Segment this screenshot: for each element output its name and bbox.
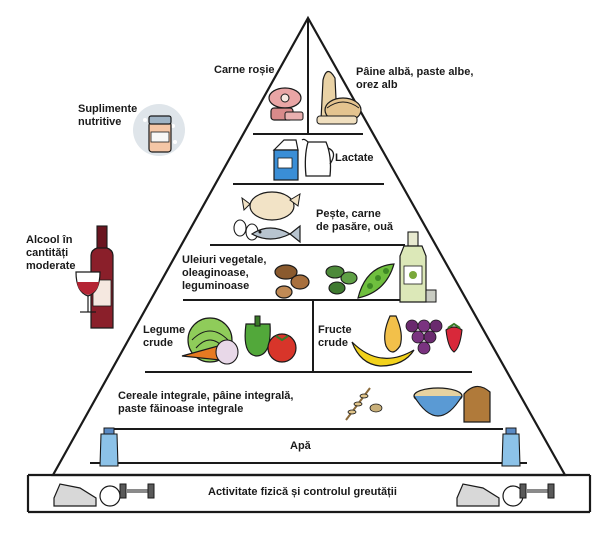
label-fish: Pește, carne de pasăre, ouă (316, 208, 394, 233)
chicken-icon (241, 191, 301, 221)
sneakers-icon (53, 483, 121, 507)
dumbbell-icon (519, 483, 555, 499)
banana-icon (351, 341, 415, 367)
bread-icon (316, 70, 362, 125)
pepper-icon (244, 315, 271, 357)
water-bottle-icon (99, 427, 119, 467)
strawberry-icon (445, 322, 463, 353)
label-supplements: Suplimente nutritive (78, 103, 138, 128)
wheat-icon (345, 387, 383, 421)
tomato-icon (267, 333, 297, 363)
dumbbell-icon (119, 483, 155, 499)
cereal-bowl-icon (413, 387, 463, 417)
eggs-icon (233, 219, 259, 241)
meat-icon (268, 87, 304, 121)
label-oils: Uleiuri vegetale, oleaginoase, leguminoa… (182, 254, 267, 292)
sneakers-icon (456, 483, 524, 507)
supplement-jar-icon (133, 104, 185, 156)
oil-bottle-icon (399, 231, 437, 303)
jug-icon (301, 138, 335, 177)
whole-bread-icon (463, 385, 491, 423)
wine-glass-icon (75, 271, 101, 313)
label-dairy: Lactate (335, 152, 374, 164)
tier-lines (90, 18, 527, 464)
nuts-icon (274, 264, 310, 299)
label-fruits: Fructe crude (318, 324, 352, 349)
pear-icon (384, 315, 402, 353)
onion-icon (215, 339, 239, 365)
fish-icon (250, 224, 301, 244)
beans-icon (325, 265, 358, 295)
milk-carton-icon (272, 139, 299, 181)
label-grains: Cereale integrale, pâine integrală, past… (118, 390, 294, 415)
label-alcohol: Alcool în cantități moderate (26, 234, 76, 272)
peas-pod-icon (357, 263, 395, 299)
label-water: Apă (290, 440, 311, 452)
pyramid-outline (26, 15, 592, 514)
label-vegetables: Legume crude (143, 324, 186, 349)
grapes-icon (405, 319, 443, 355)
label-white-bread: Pâine albă, paste albe, orez alb (356, 66, 474, 91)
label-activity: Activitate fizică și controlul greutății (208, 486, 397, 498)
water-bottle-icon (501, 427, 521, 467)
label-red-meat: Carne roșie (214, 64, 275, 76)
